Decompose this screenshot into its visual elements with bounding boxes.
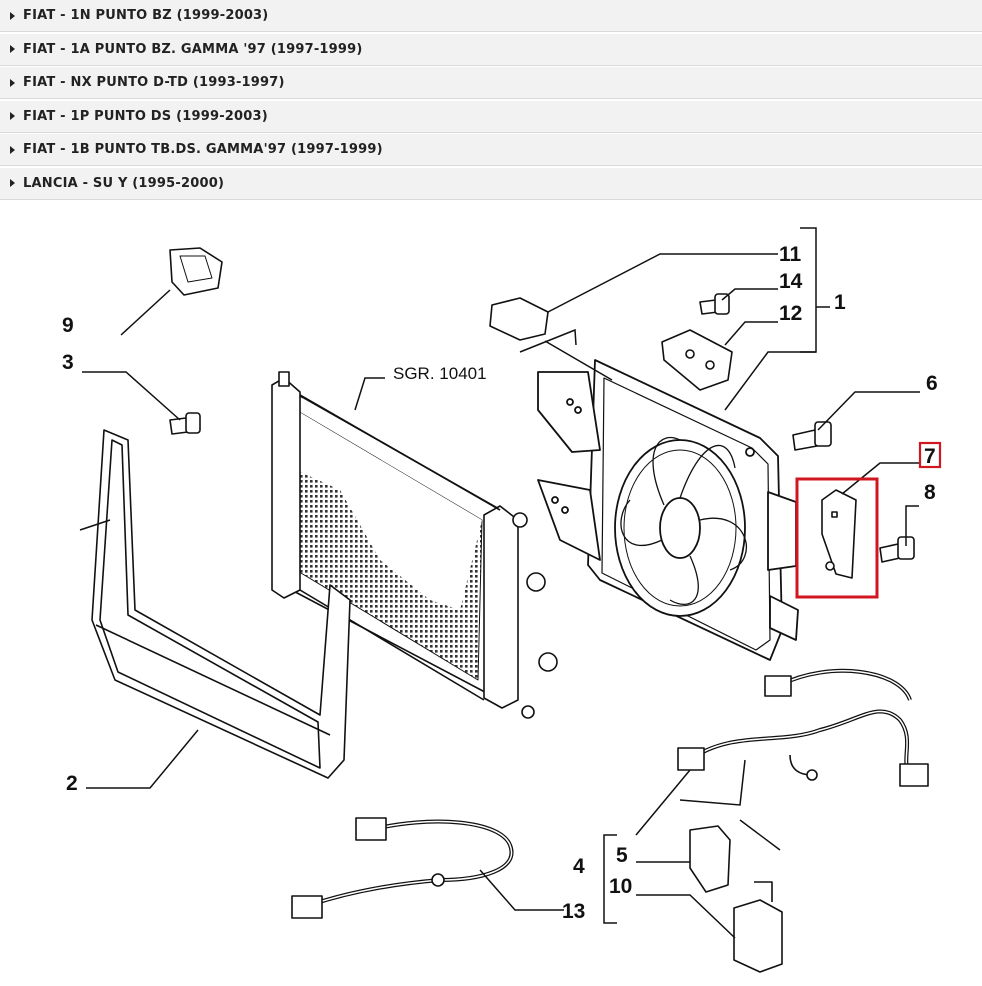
- selected-part-highlight: [795, 477, 879, 599]
- callout-12[interactable]: 12: [779, 302, 802, 325]
- accordion-item-label: LANCIA - SU Y (1995-2000): [23, 175, 225, 191]
- callout-4[interactable]: 4: [573, 855, 585, 878]
- air-guide-drawing: [79, 429, 351, 779]
- callout-7-highlight: [918, 441, 942, 469]
- model-accordion: FIAT - 1N PUNTO BZ (1999-2003) FIAT - 1A…: [0, 0, 982, 200]
- radiator-drawing: [271, 371, 558, 719]
- radiator-reference-label[interactable]: SGR. 10401: [393, 364, 487, 383]
- callout-10[interactable]: 10: [609, 875, 632, 898]
- wiring-harness-part-13: [309, 819, 514, 907]
- parts-diagram: 9 3 2 11 14 12 1 6 7 8 4 5 10 13 SGR. 10…: [0, 202, 982, 982]
- callout-5[interactable]: 5: [616, 844, 628, 867]
- small-parts-drawing: [169, 247, 929, 973]
- callout-14[interactable]: 14: [779, 270, 803, 293]
- callout-8[interactable]: 8: [924, 481, 936, 504]
- accordion-item-fiat-1p-punto-ds[interactable]: FIAT - 1P PUNTO DS (1999-2003): [0, 100, 982, 133]
- accordion-item-fiat-1n-punto-bz[interactable]: FIAT - 1N PUNTO BZ (1999-2003): [0, 0, 982, 32]
- accordion-item-fiat-nx-punto-d-td[interactable]: FIAT - NX PUNTO D-TD (1993-1997): [0, 67, 982, 99]
- bracket-part-7: [821, 489, 857, 579]
- accordion-item-label: FIAT - 1N PUNTO BZ (1999-2003): [23, 8, 269, 23]
- relay-part-10: [733, 899, 783, 973]
- callout-3[interactable]: 3: [62, 351, 74, 374]
- callout-13[interactable]: 13: [562, 900, 585, 923]
- caret-right-icon: [10, 179, 15, 187]
- callout-9[interactable]: 9: [62, 314, 74, 337]
- caret-right-icon: [10, 78, 15, 87]
- accordion-item-fiat-1a-punto-bz-gamma97[interactable]: FIAT - 1A PUNTO BZ. GAMMA '97 (1997-1999…: [0, 33, 982, 66]
- wiring-harness-part-5: [688, 709, 912, 777]
- caret-right-icon: [10, 11, 15, 20]
- exploded-view-drawing: 9 3 2 11 14 12 1 6 7 8 4 5 10 13 SGR. 10…: [62, 227, 942, 973]
- callout-6[interactable]: 6: [926, 372, 938, 395]
- screw-part-6: [792, 429, 818, 451]
- leader-lines: [82, 227, 920, 939]
- callout-labels[interactable]: 9 3 2 11 14 12 1 6 7 8 4 5 10 13: [62, 243, 938, 923]
- callout-2[interactable]: 2: [66, 772, 78, 795]
- accordion-item-label: FIAT - NX PUNTO D-TD (1993-1997): [23, 75, 285, 90]
- caret-right-icon: [10, 45, 15, 53]
- connector-part-11: [489, 297, 549, 341]
- accordion-item-lancia-su-y[interactable]: LANCIA - SU Y (1995-2000): [0, 167, 982, 200]
- caret-right-icon: [10, 145, 15, 154]
- callout-11[interactable]: 11: [779, 243, 802, 266]
- clip-part-9: [169, 247, 223, 296]
- fan-cowl-drawing: [537, 359, 799, 661]
- screw-part-8: [879, 543, 901, 563]
- accordion-item-label: FIAT - 1P PUNTO DS (1999-2003): [23, 108, 268, 124]
- callout-1[interactable]: 1: [834, 291, 846, 314]
- caret-right-icon: [10, 112, 15, 120]
- resistor-part-12: [661, 329, 733, 391]
- accordion-item-fiat-1b-punto-tbds-gamma97[interactable]: FIAT - 1B PUNTO TB.DS. GAMMA'97 (1997-19…: [0, 134, 982, 166]
- accordion-item-label: FIAT - 1A PUNTO BZ. GAMMA '97 (1997-1999…: [23, 41, 363, 57]
- callout-7[interactable]: 7: [924, 445, 936, 468]
- accordion-item-label: FIAT - 1B PUNTO TB.DS. GAMMA'97 (1997-19…: [23, 142, 383, 157]
